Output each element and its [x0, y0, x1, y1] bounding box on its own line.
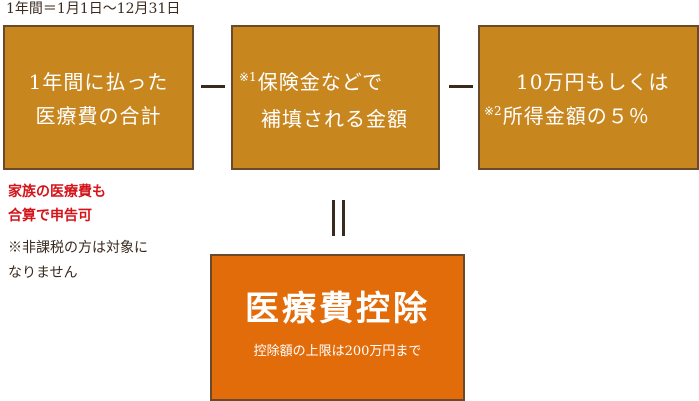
nontax-note-line1: ※非課税の方は対象に [8, 240, 148, 256]
family-note-line1: 家族の医療費も [8, 184, 106, 200]
box2-line2: 補填される金額 [261, 107, 408, 131]
note-marker-2: ※2 [484, 104, 502, 118]
box2-line1: 保険金などで [257, 70, 384, 94]
box3-line1: 10万円もしくは [516, 70, 670, 94]
nontax-note: ※非課税の方は対象に なりません [8, 236, 148, 286]
insurance-reimbursement-box: ※1保険金などで 補填される金額 [231, 25, 440, 170]
equals-sign-bar-left [332, 200, 335, 236]
box1-line2: 医療費の合計 [35, 104, 162, 128]
equals-sign-bar-right [342, 200, 345, 236]
nontax-note-line2: なりません [8, 265, 78, 281]
result-subtitle: 控除額の上限は200万円まで [253, 344, 422, 359]
result-title: 医療費控除 [245, 289, 430, 329]
total-medical-expenses-box: 1年間に払った 医療費の合計 [3, 25, 194, 170]
family-note: 家族の医療費も 合算で申告可 [8, 180, 106, 228]
medical-deduction-result-box: 医療費控除 控除額の上限は200万円まで [210, 254, 465, 401]
note-marker-1: ※1 [239, 70, 257, 84]
threshold-amount-box: 10万円もしくは ※2所得金額の５％ [478, 25, 699, 170]
box3-line2: 所得金額の５％ [502, 104, 650, 128]
box1-line1: 1年間に払った [28, 70, 169, 94]
minus-sign-2 [449, 85, 473, 88]
minus-sign-1 [201, 85, 225, 88]
family-note-line2: 合算で申告可 [8, 208, 92, 224]
period-label: 1年間＝1月1日〜12月31日 [6, 1, 181, 17]
